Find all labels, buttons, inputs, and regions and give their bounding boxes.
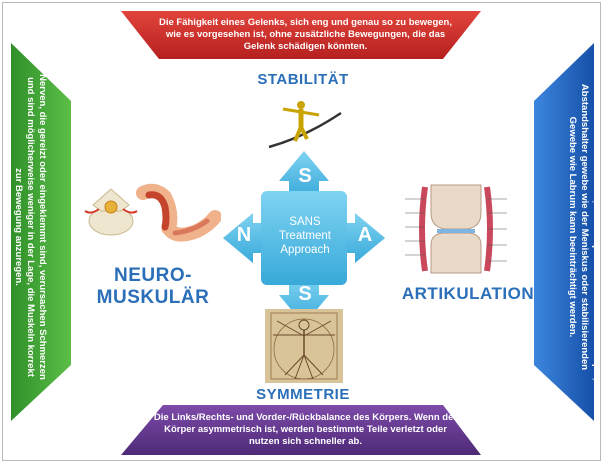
artikulation-heading: ARTIKULATION xyxy=(401,284,535,303)
center-label-line3: Approach xyxy=(280,244,330,256)
vertebra-illustration xyxy=(84,188,138,236)
left-band xyxy=(11,43,71,421)
center-label: SANS Treatment Approach xyxy=(261,215,349,257)
bottom-band xyxy=(121,405,481,455)
symmetrie-description: Die Links/Rechts- und Vorder-/Rückbalanc… xyxy=(153,412,458,447)
knee-joint-illustration xyxy=(405,184,507,274)
neuromuskular-description: Nerven, die gereizt oder eingeklemmt sin… xyxy=(13,74,48,380)
artikulation-description: Die Gesundheit der Gelenke, stoßdämpfend… xyxy=(567,73,601,381)
letter-bottom: S xyxy=(298,283,312,305)
stabilitat-description: Die Fähigkeit eines Gelenks, sich eng un… xyxy=(159,17,452,52)
vitruvian-man-illustration xyxy=(265,309,343,383)
center-label-line1: SANS xyxy=(289,216,321,228)
letter-top: S xyxy=(298,165,312,187)
neuromuskular-heading-line2: MUSKULÄR xyxy=(96,287,210,308)
right-band xyxy=(534,43,594,421)
top-band xyxy=(121,11,481,59)
tightrope-walker-illustration xyxy=(268,101,342,149)
symmetrie-heading: SYMMETRIE xyxy=(256,386,350,403)
letter-left: N xyxy=(236,224,252,246)
center-cross-arrows xyxy=(223,151,385,325)
arm-muscle-illustration xyxy=(136,183,221,242)
neuromuskular-heading-line1: NEURO- xyxy=(114,265,192,286)
stabilitat-heading: STABILITÄT xyxy=(257,71,349,88)
band-layer xyxy=(11,11,594,455)
neuromuskular-heading: NEURO- MUSKULÄR xyxy=(93,265,213,309)
diagram-frame: Die Fähigkeit eines Gelenks, sich eng un… xyxy=(2,2,601,461)
letter-right: A xyxy=(357,224,373,246)
center-label-line2: Treatment xyxy=(279,230,331,242)
